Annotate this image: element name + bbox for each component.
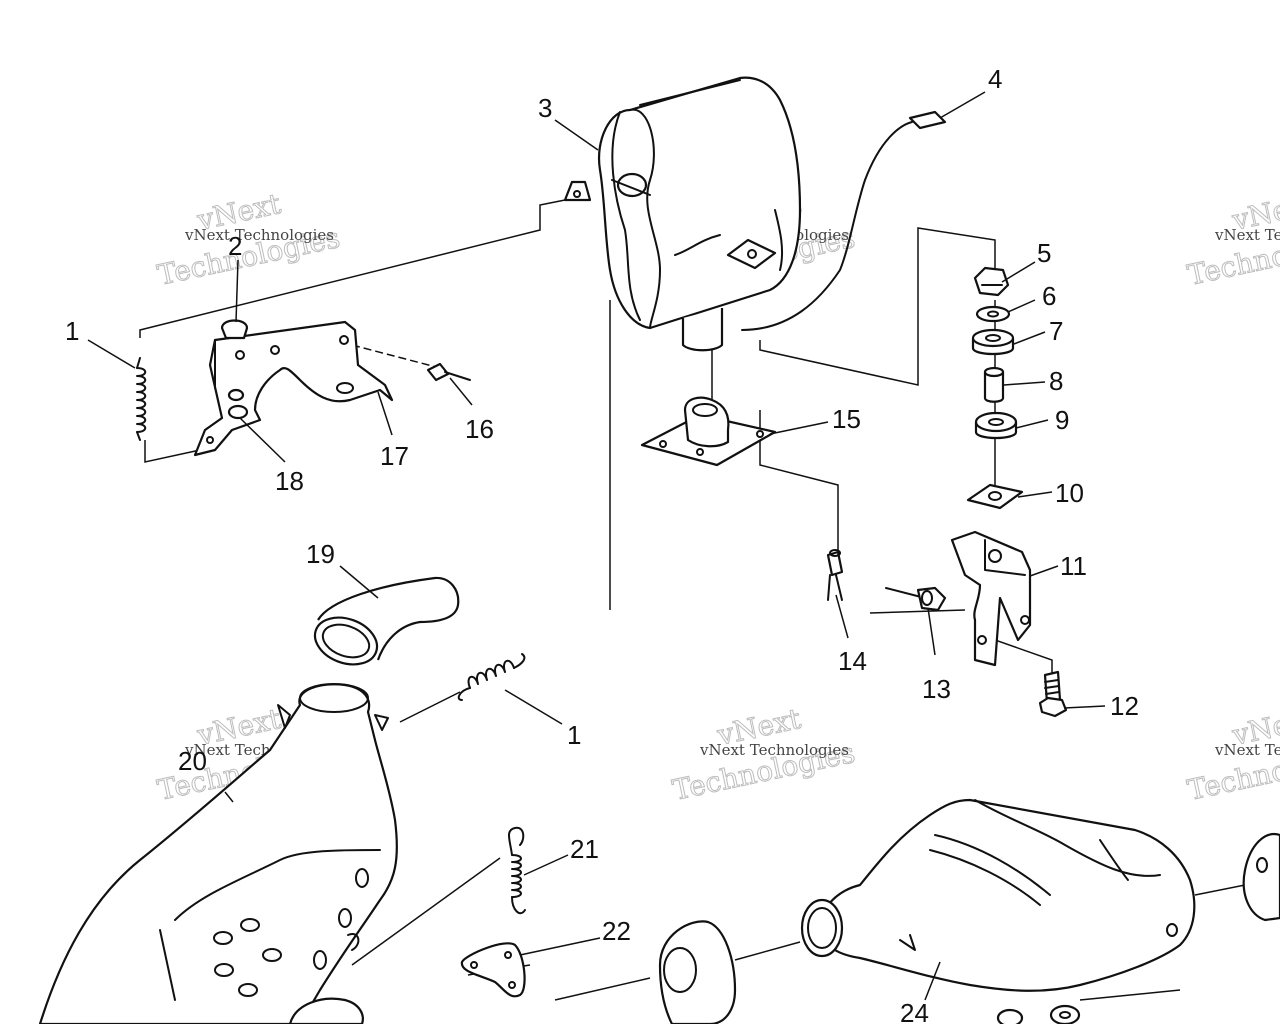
callout-8: 8 (1049, 366, 1063, 396)
callout-18: 18 (275, 466, 304, 496)
clip-part-16 (426, 362, 471, 382)
callout-21: 21 (570, 834, 599, 864)
callout-6: 6 (1042, 281, 1056, 311)
callout-22: 22 (602, 916, 631, 946)
stud-part-13 (885, 586, 947, 612)
washer-part-9 (974, 411, 1018, 440)
svg-text:vNext Technologies: vNext Technologies (184, 226, 334, 244)
elbow-pipe-part-19 (313, 576, 460, 666)
callout-4: 4 (988, 64, 1002, 94)
callout-7: 7 (1049, 316, 1063, 346)
grommet-plate-part (640, 396, 777, 467)
pin-part-14 (826, 549, 844, 601)
plate-part-10 (966, 483, 1024, 510)
exhaust-pipe-part-20 (38, 683, 398, 1024)
callout-12: 12 (1110, 691, 1139, 721)
callout-17: 17 (380, 441, 409, 471)
spring-part-21 (508, 826, 526, 915)
callout-13: 13 (922, 674, 951, 704)
watermark-bottom-right: vNext Technologies vNext Te (1184, 701, 1280, 807)
watermark-top-left: vNext Technologies vNext Technologies (154, 186, 343, 292)
callout-20: 20 (178, 746, 207, 776)
spring-part-1-upper (136, 357, 147, 441)
muffler-part (563, 76, 947, 352)
spacer-part-8 (983, 366, 1005, 403)
callout-10: 10 (1055, 478, 1084, 508)
callout-11: 11 (1060, 551, 1087, 581)
washer-part-6 (975, 305, 1011, 323)
cone-grommet-part (658, 920, 737, 1024)
watermark-top-right: vNext Technologies vNext Te (1184, 186, 1280, 292)
callout-5: 5 (1037, 238, 1051, 268)
callout-14: 14 (838, 646, 867, 676)
nut-part-5 (973, 266, 1010, 297)
bracket-part-11 (950, 530, 1032, 667)
svg-text:vNext Te: vNext Te (1214, 741, 1280, 759)
spring-part-1-lower (457, 653, 526, 701)
hanger-bracket-part (193, 320, 394, 457)
plug-part-2 (220, 319, 249, 340)
svg-text:vNext Te: vNext Te (1214, 226, 1280, 244)
callout-3: 3 (538, 93, 552, 123)
callout-24: 24 (900, 998, 929, 1024)
callout-15: 15 (832, 404, 861, 434)
watermark-bottom-center: vNext Technologies vNext Technologies (669, 701, 858, 807)
washer-part-7 (971, 328, 1015, 356)
callouts: 1 2 3 4 5 6 7 8 9 10 11 12 13 14 15 16 1… (65, 64, 1139, 1024)
svg-text:vNext Technologies: vNext Technologies (699, 741, 849, 759)
leader-lines (87, 91, 1106, 1001)
muffler-body-part-24 (800, 798, 1196, 1024)
callout-1: 1 (65, 316, 79, 346)
callout-2: 2 (228, 231, 242, 261)
callout-9: 9 (1055, 405, 1069, 435)
partial-part-right-edge (1242, 832, 1280, 922)
bolt-part-12 (1038, 670, 1068, 718)
plate-part-22 (460, 942, 526, 998)
callout-1-lower: 1 (567, 720, 581, 750)
callout-19: 19 (306, 539, 335, 569)
callout-16: 16 (465, 414, 494, 444)
